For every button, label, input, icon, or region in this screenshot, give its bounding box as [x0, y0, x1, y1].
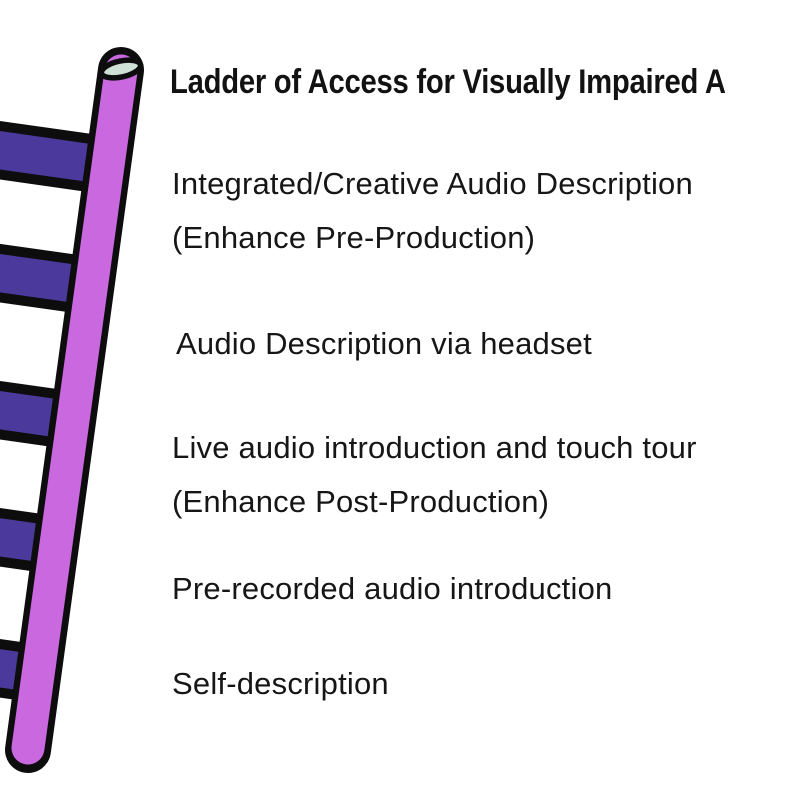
ladder-level-4: Pre-recorded audio introduction [172, 562, 612, 616]
level-sublabel: (Enhance Post-Production) [172, 484, 550, 519]
level-label: Self-description [172, 666, 389, 701]
level-label: Audio Description via headset [176, 326, 592, 361]
ladder-rung [0, 131, 100, 183]
level-label: Integrated/Creative Audio Description [172, 166, 693, 201]
ladder-rail-cap [98, 57, 144, 81]
ladder-rail [11, 54, 138, 765]
ladder-level-bottom: Self-description [172, 657, 389, 711]
ladder-level-3: Live audio introduction and touch tour (… [172, 421, 697, 529]
ladder-level-2: Audio Description via headset [176, 317, 592, 371]
level-label: Pre-recorded audio introduction [172, 571, 613, 606]
ladder-rung [0, 254, 87, 304]
ladder-level-top: Integrated/Creative Audio Description (E… [172, 157, 693, 265]
level-label: Live audio introduction and touch tour [172, 430, 697, 465]
level-sublabel: (Enhance Pre-Production) [172, 220, 536, 255]
page-title: Ladder of Access for Visually Impaired A [170, 63, 726, 101]
